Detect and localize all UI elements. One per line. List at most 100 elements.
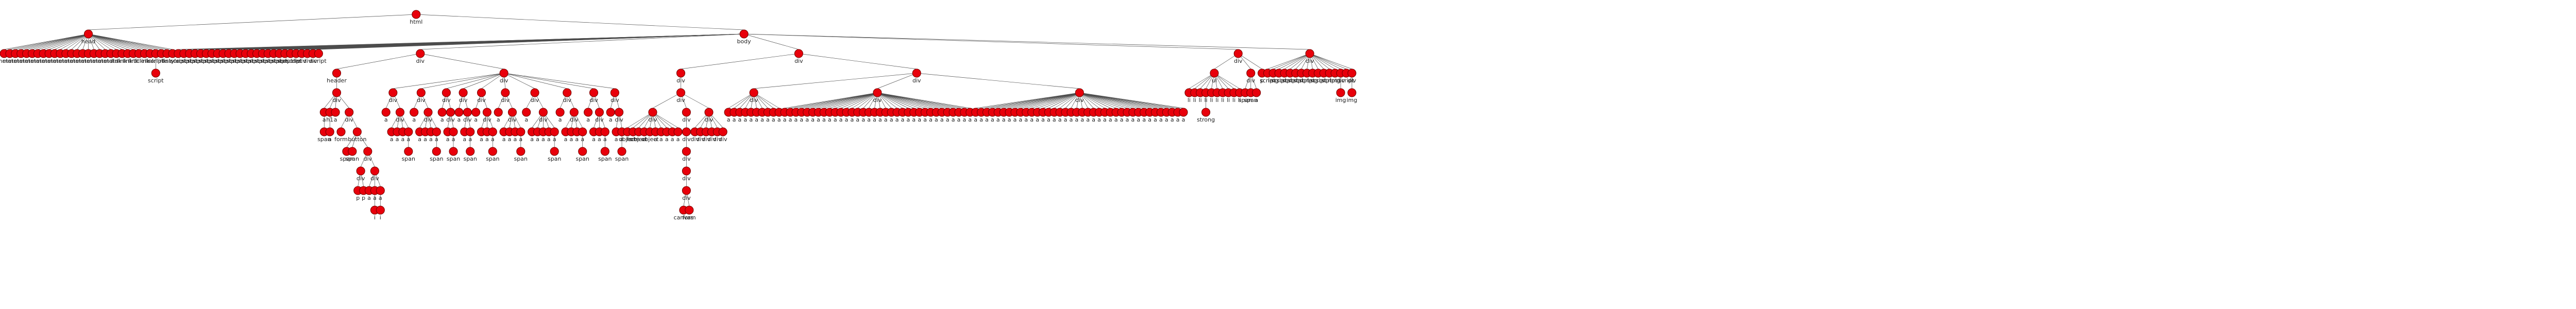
tree-edge [481,73,504,89]
tree-node-div: div [482,108,492,123]
node-label: header [327,77,347,84]
tree-node-div: div [682,166,691,182]
node-label: div [303,58,312,64]
node-label: script [1316,77,1332,84]
tree-node-div: div [395,108,404,123]
tree-node-div: div [1246,68,1256,84]
node-label: a [581,136,584,143]
node-label: a [1097,116,1101,123]
tree-node-span: span [447,147,460,162]
node-label: a [789,116,792,123]
node-circle [530,88,539,97]
node-label: div [389,97,398,104]
node-label: a [940,116,944,123]
tree-node-a: a [1252,88,1261,104]
node-label: script [148,58,164,64]
node-label: a [530,136,534,143]
node-label: script [243,58,259,64]
node-circle [516,147,526,156]
node-label: a [851,116,854,123]
tree-node-div: div [749,88,758,104]
node-label: a [1008,116,1011,123]
tree-edge [754,73,917,89]
tree-edge [463,73,504,89]
tree-edge [1238,53,1262,70]
node-label: a [1165,116,1168,123]
tree-node-span: span [486,147,500,162]
node-label: a [592,136,596,143]
node-label: a [1024,116,1028,123]
node-label: a [423,136,427,143]
node-circle [555,108,565,117]
tree-node-div: div [794,49,803,64]
node-label: div [297,58,306,64]
tree-node-div: div [648,108,657,123]
node-circle [1233,49,1243,58]
node-label: meta [30,58,45,64]
node-label: script [210,58,226,64]
tree-edge [846,92,878,109]
node-circle [376,205,385,215]
node-label: meta [70,58,84,64]
node-label: meta [81,58,96,64]
tree-edge [1279,53,1310,70]
node-label: span [598,156,612,162]
node-circle [1179,108,1188,117]
node-label: span [1239,97,1252,104]
tree-edge [49,33,89,50]
node-label: div [1336,77,1345,84]
node-circle [437,108,447,117]
node-label: link [145,58,156,64]
node-circle [550,127,559,136]
node-circle [676,88,685,97]
node-circle [682,127,691,136]
node-label: img [1307,77,1318,84]
tree-node-a: a [376,186,385,201]
tree-edge [652,112,679,128]
node-label: div [345,116,353,123]
node-label: a [1109,116,1112,123]
node-label: meta [92,58,107,64]
node-circle [563,88,572,97]
node-label: a [1171,116,1174,123]
node-circle [463,108,472,117]
node-label: script [1271,77,1287,84]
tree-node-div: div [682,147,691,162]
node-label: div [702,136,710,143]
tree-node-div: div [569,108,579,123]
tree-edge [21,33,89,50]
tree-node-a: a [488,127,497,143]
tree-edge [88,33,111,50]
tree-edge [1009,92,1080,109]
node-label: p [356,195,360,201]
node-label: div [477,97,486,104]
node-label: strong [1197,116,1215,123]
tree-edge [877,92,909,109]
node-circle [332,88,342,97]
node-label: a [946,116,950,123]
node-label: a [586,116,590,123]
node-label: a [1086,116,1090,123]
node-label: a [1142,116,1146,123]
node-label: a [676,136,680,143]
tree-edge [65,33,89,50]
tree-edge [1310,53,1352,70]
node-circle [1347,68,1357,78]
tree-node-div: div [615,108,623,123]
node-label: link [162,58,172,64]
node-circle [416,49,425,58]
node-circle [376,186,385,195]
node-label: a [1019,116,1023,123]
tree-edge [503,73,535,89]
node-label: a [564,136,568,143]
node-label: span [1244,97,1258,104]
node-label: p [362,195,365,201]
node-label: a [811,116,815,123]
node-circle [595,108,604,117]
node-label: li [1238,97,1241,104]
node-label: a [839,116,843,123]
node-circle [749,88,758,97]
node-circle [610,88,619,97]
node-label: script [221,58,237,64]
tree-edge [26,33,89,50]
